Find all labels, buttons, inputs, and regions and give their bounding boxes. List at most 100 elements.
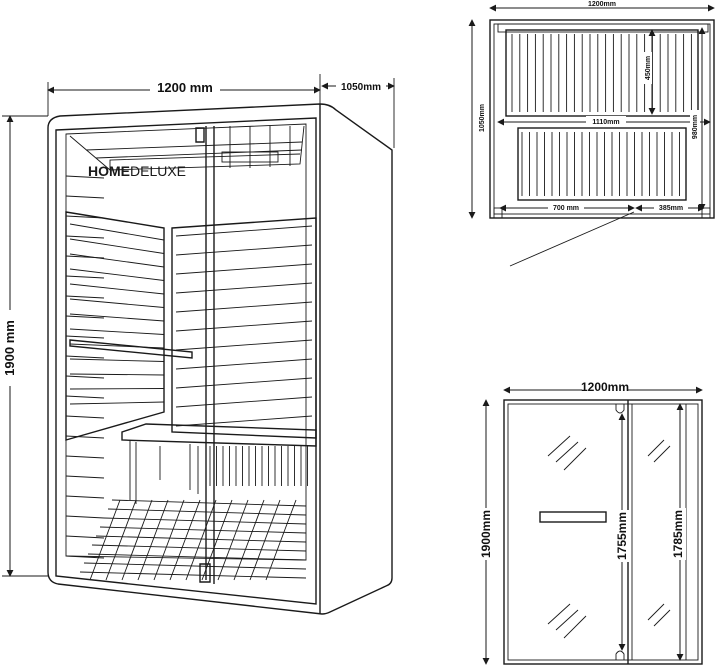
glass-reflections — [547, 435, 671, 639]
top-shelf-label: 450mm — [645, 56, 652, 80]
left-wall-plank — [65, 515, 105, 519]
floor-slat — [103, 517, 307, 525]
top-outer — [489, 19, 715, 219]
top-view: 1200mm 1050mm 450mm 1110mm 980mm 700 mm … — [468, 1, 715, 267]
left-wall-plank — [65, 395, 105, 399]
floor-crossbar — [169, 499, 201, 581]
left-wall-plank — [65, 475, 105, 479]
heater-slat — [69, 283, 165, 295]
heater-slat — [69, 358, 165, 362]
left-wall-plank — [65, 535, 105, 539]
left-wall-plank — [65, 455, 105, 459]
back-wall-slat — [175, 301, 313, 313]
front-width-label: 1200mm — [581, 380, 629, 394]
heater-slat — [69, 313, 165, 322]
back-wall-slat — [175, 282, 313, 294]
bench — [121, 423, 317, 504]
back-wall-slat — [175, 415, 313, 427]
floor-slat — [111, 499, 307, 507]
top-back-edge — [497, 23, 709, 33]
logo: HOMEDELUXE — [88, 163, 186, 179]
perspective-depth-label: 1050mm — [341, 82, 381, 93]
glass-door-edge — [205, 126, 215, 584]
door-hinges — [195, 127, 211, 583]
top-floor — [517, 127, 687, 201]
floor-crossbar — [137, 499, 169, 581]
heater-slat — [69, 373, 165, 376]
top-inner-width-label: 1110mm — [592, 119, 619, 126]
floor-crossbar — [121, 499, 153, 581]
top-door-right-label: 385mm — [659, 205, 683, 212]
floor-crossbar — [217, 499, 249, 581]
left-wall-plank — [65, 335, 105, 339]
perspective-width-label: 1200 mm — [157, 80, 213, 95]
floor-grid — [79, 499, 307, 581]
cabin-front-frame — [55, 117, 317, 605]
floor-slat — [87, 553, 307, 561]
left-wall-plank — [65, 175, 105, 179]
floor-crossbar — [89, 499, 121, 581]
floor-slat — [91, 544, 307, 552]
logo-bold-text: HOME — [88, 163, 130, 179]
top-inner-depth-label: 980mm — [692, 115, 699, 139]
ceiling-light — [221, 151, 279, 163]
back-wall-slat — [175, 358, 313, 370]
left-wall-plank — [65, 355, 105, 359]
left-heater-panel — [65, 211, 193, 441]
floor-crossbar — [233, 499, 265, 581]
front-view: 1200mm 1900mm 1755mm 1785mm — [478, 380, 703, 665]
floor-crossbar — [201, 499, 233, 581]
heater-slat — [69, 238, 165, 254]
left-wall-plank — [65, 375, 105, 379]
floor-crossbar — [153, 499, 185, 581]
hinge-top — [615, 404, 625, 414]
left-wall-plank — [65, 235, 105, 239]
cabin-outline — [47, 103, 393, 615]
heater-slat — [69, 223, 165, 241]
perspective-height-label: 1900 mm — [2, 320, 17, 376]
top-width-label: 1200mm — [588, 1, 616, 8]
top-door-left-label: 700 mm — [553, 205, 579, 212]
front-outer — [503, 399, 703, 665]
floor-slat — [79, 571, 307, 579]
heater-slat — [69, 388, 165, 390]
perspective-view: HOMEDELUXE 1200 mm — [1, 74, 395, 615]
heater-slat — [69, 268, 165, 281]
left-wall-plank — [65, 195, 105, 199]
front-height-label: 1900mm — [479, 510, 493, 558]
front-panel-height-label: 1785mm — [671, 510, 685, 558]
heater-slat — [69, 253, 165, 268]
top-shelf — [505, 29, 699, 117]
back-wall-slat — [175, 244, 313, 256]
door-handle — [539, 511, 607, 523]
back-wall-slat — [175, 377, 313, 389]
floor-crossbar — [185, 499, 217, 581]
back-wall-slat — [175, 320, 313, 332]
back-wall-slat — [175, 225, 313, 237]
left-wall-plank — [65, 275, 105, 279]
hinge-bottom — [615, 650, 625, 660]
left-wall-planks — [65, 175, 105, 559]
back-wall-slat — [175, 263, 313, 275]
left-wall-plank — [65, 435, 105, 439]
cabin-inner-frame — [65, 123, 307, 561]
top-depth-label: 1050mm — [479, 104, 486, 132]
floor-slat — [99, 526, 307, 534]
heater-slat — [69, 401, 165, 405]
ceiling-slats — [69, 125, 305, 171]
back-wall-panel — [171, 217, 317, 439]
floor-crossbar — [265, 499, 297, 581]
floor-crossbar — [249, 499, 281, 581]
left-wall-plank — [65, 295, 105, 299]
door-swing-line — [509, 211, 635, 267]
front-door-height-label: 1755mm — [615, 512, 629, 560]
floor-crossbar — [105, 499, 137, 581]
floor-slat — [83, 562, 307, 570]
heater-bar — [69, 339, 193, 359]
left-wall-plank — [65, 555, 105, 559]
left-wall-plank — [65, 315, 105, 319]
left-wall-plank — [65, 415, 105, 419]
heater-slat — [69, 298, 165, 308]
